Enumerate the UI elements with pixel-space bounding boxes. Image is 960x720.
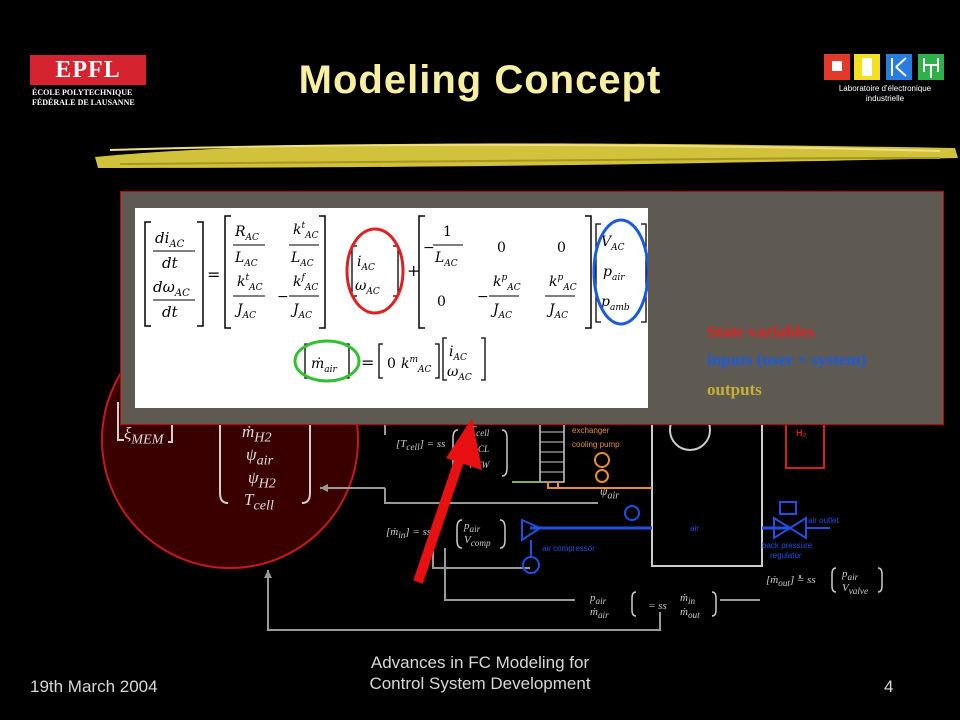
footer-date: 19th March 2004 xyxy=(30,677,158,696)
svg-text:+: + xyxy=(407,261,420,280)
svg-text:kmAC: kmAC xyxy=(401,355,432,375)
svg-text:−: − xyxy=(277,289,289,305)
svg-text:pamb: pamb xyxy=(601,294,630,313)
svg-text:LAC: LAC xyxy=(234,250,258,269)
svg-text:iAC: iAC xyxy=(449,344,467,363)
svg-text:dωAC: dωAC xyxy=(153,278,190,299)
lab-logo-icon xyxy=(824,54,944,80)
svg-text:ktAC: ktAC xyxy=(293,221,319,241)
h2-label: H₂ xyxy=(796,428,807,438)
air-compressor-label: air compressor xyxy=(542,544,595,553)
equation-graphic: diAC dt dωAC dt = RAC LAC ktAC LAC ktAC … xyxy=(144,215,648,383)
svg-text:LAC: LAC xyxy=(290,250,314,269)
svg-text:dt: dt xyxy=(162,303,179,321)
air-outlet-label: air outlet xyxy=(808,516,839,525)
epfl-logo-text: EPFL xyxy=(55,57,121,83)
svg-text:ṁair: ṁair xyxy=(311,356,338,375)
heat-exchanger-label: exchanger xyxy=(572,426,610,435)
svg-text:JAC: JAC xyxy=(546,302,568,321)
legend-inputs: inputs (user + system) xyxy=(707,350,867,369)
lab-logo-text: Laboratoire d'électronique industrielle xyxy=(820,84,950,104)
svg-text:JAC: JAC xyxy=(290,302,312,321)
cooling-pump-label: cooling pump xyxy=(572,440,620,449)
svg-text:ktAC: ktAC xyxy=(237,273,263,293)
lab-logo: Laboratoire d'électronique industrielle xyxy=(820,52,950,112)
inputs-ring xyxy=(592,218,648,326)
svg-text:−: − xyxy=(423,240,435,256)
svg-text:pair: pair xyxy=(603,264,625,283)
epfl-logo: EPFL ÉCOLE POLYTECHNIQUE FÉDÉRALE DE LAU… xyxy=(30,55,150,111)
back-pressure-label: back pressure xyxy=(762,541,813,550)
svg-text:kpAC: kpAC xyxy=(493,273,521,293)
svg-text:1: 1 xyxy=(443,224,452,240)
lab-line-1: Laboratoire d'électronique xyxy=(838,84,932,93)
svg-text:=: = xyxy=(207,265,220,284)
outputs-ring xyxy=(293,339,361,383)
svg-text:dt: dt xyxy=(162,254,179,272)
air-label: air xyxy=(690,524,699,533)
footer-title-line-2: Control System Development xyxy=(369,674,591,693)
svg-text:0: 0 xyxy=(497,240,506,256)
svg-text:kfAC: kfAC xyxy=(293,273,318,293)
epfl-line-2: FÉDÉRALE DE LAUSANNE xyxy=(32,98,135,107)
svg-text:iAC: iAC xyxy=(357,254,375,273)
svg-text:kpAC: kpAC xyxy=(549,273,577,293)
footer-title-line-1: Advances in FC Modeling for xyxy=(370,653,590,672)
svg-text:VAC: VAC xyxy=(601,234,625,253)
legend-state-variables: State variables xyxy=(707,322,815,341)
svg-text:ωAC: ωAC xyxy=(355,278,380,297)
epfl-line-1: ÉCOLE POLYTECHNIQUE xyxy=(32,88,133,97)
legend-outputs: outputs xyxy=(707,380,762,399)
svg-text:LAC: LAC xyxy=(434,250,458,269)
state-space-equation: diAC dt dωAC dt = RAC LAC ktAC LAC ktAC … xyxy=(135,208,648,408)
state-variables-ring xyxy=(345,227,405,315)
svg-text:JAC: JAC xyxy=(234,302,256,321)
svg-text:RAC: RAC xyxy=(234,224,259,243)
epfl-logo-mark: EPFL xyxy=(30,55,146,85)
regulator-label: regulator xyxy=(770,551,802,560)
svg-text:−: − xyxy=(477,289,489,305)
svg-text:=: = xyxy=(361,353,374,372)
svg-text:0: 0 xyxy=(557,240,566,256)
svg-text:diAC: diAC xyxy=(155,229,185,250)
svg-text:JAC: JAC xyxy=(490,302,512,321)
footer-title: Advances in FC Modeling for Control Syst… xyxy=(340,652,620,694)
lab-line-2: industrielle xyxy=(865,94,905,103)
svg-text:ωAC: ωAC xyxy=(447,364,472,383)
svg-text:0: 0 xyxy=(387,356,396,372)
slide-title: Modeling Concept xyxy=(298,58,662,102)
svg-text:0: 0 xyxy=(437,294,446,310)
page-number: 4 xyxy=(884,677,894,696)
